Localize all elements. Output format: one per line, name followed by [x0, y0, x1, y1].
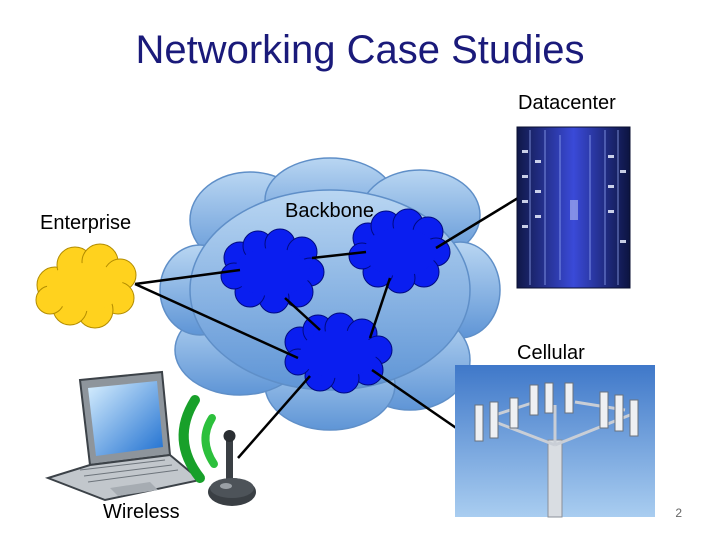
enterprise-cloud: [35, 243, 137, 329]
link-enterprise-bottom-router: [134, 282, 299, 360]
link-bottom-router-wireless: [237, 375, 311, 459]
link-right-router-datacenter: [435, 196, 519, 250]
base-station-icon: [208, 430, 256, 506]
datacenter-label: Datacenter: [518, 92, 616, 114]
cellular-label: Cellular: [517, 342, 585, 364]
router-cloud-right: [348, 208, 451, 294]
links: [134, 196, 519, 459]
laptop-icon: [44, 370, 203, 502]
page-number: 2: [675, 506, 682, 520]
link-right-bottom-router: [368, 277, 392, 339]
datacenter-image: [516, 126, 631, 289]
link-left-right-router: [311, 250, 367, 260]
link-enterprise-left-router: [134, 268, 241, 286]
wireless-label: Wireless: [103, 501, 180, 523]
router-cloud-left: [220, 228, 325, 314]
link-left-bottom-router: [284, 297, 321, 331]
wireless-signal-icon: [178, 395, 218, 483]
backbone-label: Backbone: [285, 200, 374, 222]
enterprise-label: Enterprise: [40, 212, 132, 234]
backbone-cloud: [159, 157, 501, 431]
cellular-tower-image: [455, 365, 655, 518]
link-bottom-router-cellular: [371, 368, 463, 434]
slide-title: Networking Case Studies: [135, 28, 585, 72]
